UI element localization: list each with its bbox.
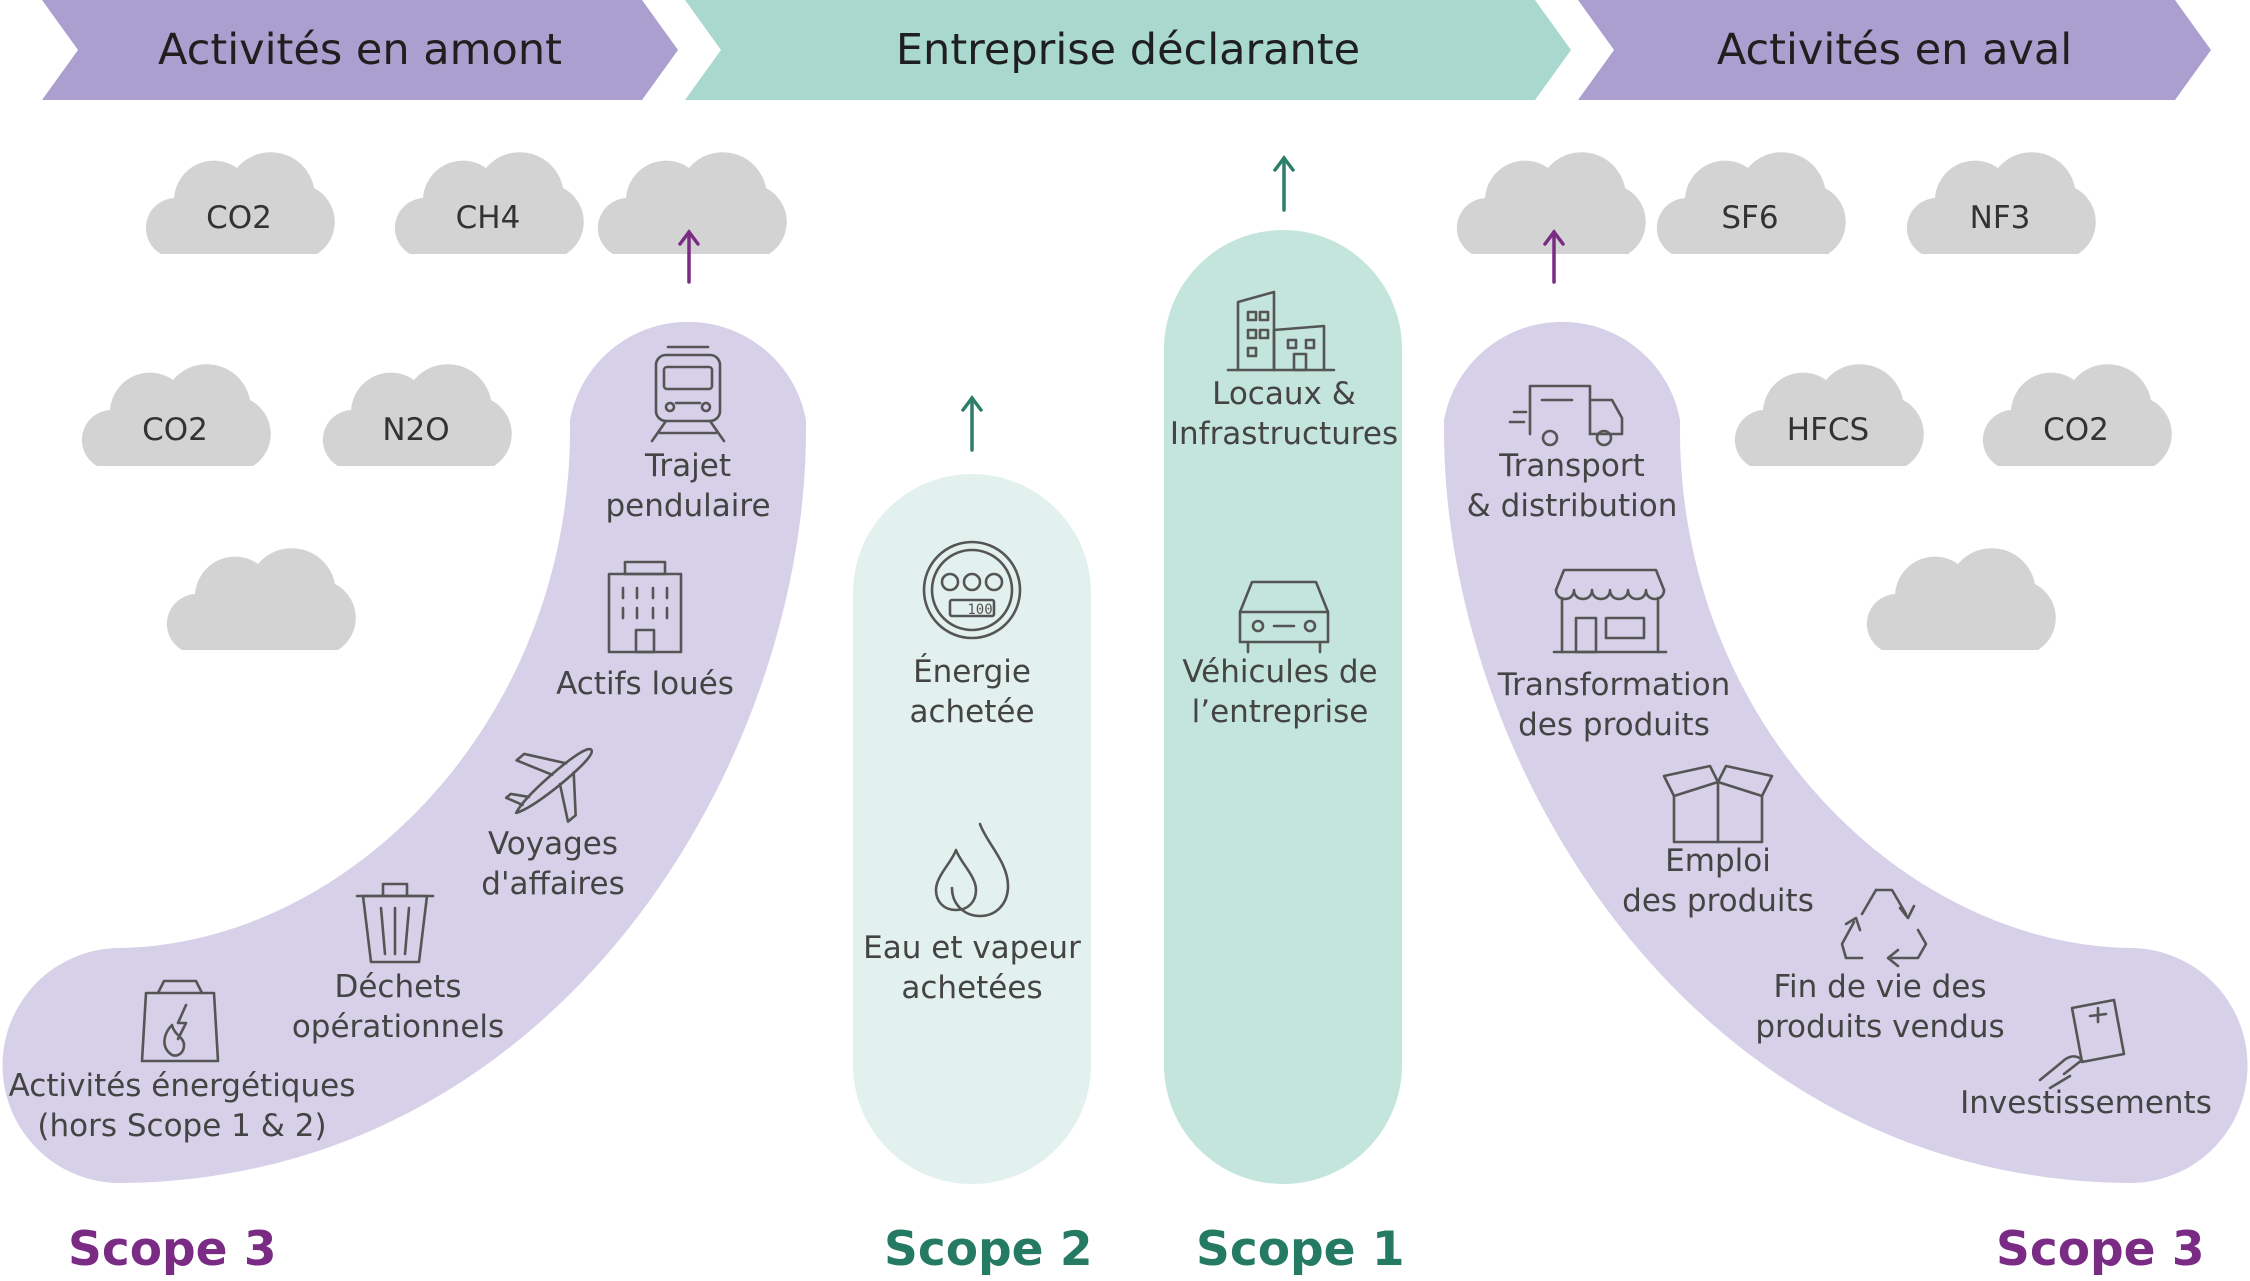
cloud-icon [166, 548, 356, 650]
gas-label: CO2 [206, 200, 272, 236]
reporting-header: Entreprise déclarante [895, 25, 1361, 75]
gas-label: CH4 [455, 200, 521, 236]
cloud-icon [1982, 364, 2172, 466]
investments-label: Investissements [1960, 1085, 2212, 1121]
cloud-icon [322, 364, 512, 466]
fuel-energy-icon [140, 979, 220, 1063]
cloud-group [81, 152, 2172, 650]
scope1-pill [1164, 230, 1402, 1184]
airplane-icon [504, 747, 594, 823]
upstream-header: Activités en amont [158, 25, 562, 75]
investment-document-icon [2038, 998, 2126, 1090]
reporting-banner-shape [685, 0, 1571, 100]
cloud-icon [1456, 152, 1646, 254]
downstream-band [1444, 321, 2248, 1184]
arrow-up-icon [1273, 155, 1295, 212]
downstream-header: Activités en aval [1716, 25, 2073, 75]
cloud-icon [1906, 152, 2096, 254]
scope3-left-label: Scope 3 [68, 1222, 277, 1277]
arrow-up-icon [961, 395, 983, 452]
cloud-icon [81, 364, 271, 466]
gas-label: HFCS [1786, 412, 1870, 448]
open-box-icon [1662, 764, 1774, 844]
cloud-icon [1656, 152, 1846, 254]
upstream-band [2, 321, 807, 1183]
gas-label: CO2 [2043, 412, 2109, 448]
gas-label: N2O [382, 412, 450, 448]
car-icon [1238, 580, 1330, 654]
buildings-icon [1226, 290, 1336, 372]
meter-reading: 100 [967, 602, 992, 618]
scope2-label: Scope 2 [884, 1222, 1093, 1277]
leased-assets-label: Actifs loués [556, 666, 734, 702]
trash-bin-icon [355, 882, 435, 964]
shop-icon [1552, 568, 1668, 654]
gas-label: CO2 [142, 412, 208, 448]
cloud-icon [1866, 548, 2056, 650]
scope2-pill [853, 474, 1091, 1184]
cloud-icon [394, 152, 584, 254]
cloud-icon [145, 152, 335, 254]
arrow-up-icon [678, 229, 700, 284]
electric-meter-icon [922, 540, 1022, 640]
transport-label: Transport& distribution [1466, 448, 1678, 524]
scope1-label: Scope 1 [1196, 1222, 1405, 1277]
arrow-up-icon [1543, 229, 1565, 284]
downstream-banner-shape [1578, 0, 2211, 100]
gas-label: SF6 [1721, 200, 1779, 236]
upstream-banner-shape [42, 0, 678, 100]
energy-activities-label: Activités énergétiques(hors Scope 1 & 2) [8, 1068, 356, 1144]
gas-label: NF3 [1969, 200, 2031, 236]
cloud-icon [1734, 364, 1924, 466]
recycle-icon [1840, 888, 1928, 968]
scope3-right-label: Scope 3 [1996, 1222, 2205, 1277]
truck-icon [1508, 384, 1624, 447]
water-drops-icon [934, 822, 1010, 918]
office-building-icon [607, 560, 683, 654]
premises-label: Locaux &Infrastructures [1169, 376, 1399, 452]
cloud-icon [597, 152, 787, 254]
train-icon [650, 345, 726, 443]
